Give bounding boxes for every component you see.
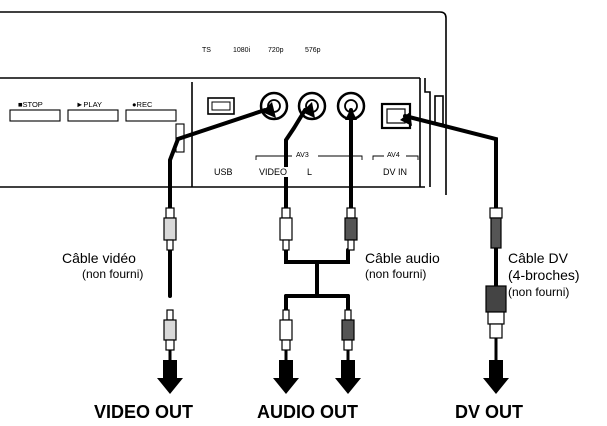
video-out-label: VIDEO OUT (94, 402, 194, 422)
dv-out-label: DV OUT (455, 402, 524, 422)
video-port-label: VIDEO (259, 167, 290, 177)
rec-button[interactable] (125, 109, 177, 122)
output-arrows (157, 360, 509, 394)
plugs (163, 207, 507, 351)
video-cable-note: (non fourni) (82, 267, 144, 281)
video-plug-bottom (163, 309, 177, 351)
stop-button[interactable] (9, 109, 61, 122)
audio-plug-white-bottom (279, 309, 293, 351)
dv-out-arrow (483, 360, 509, 394)
indicator-576p: 576p (305, 47, 321, 54)
group-brackets (255, 155, 419, 160)
video-cable-label: Câble vidéo (62, 250, 136, 266)
stop-button-label: ■STOP (18, 100, 43, 109)
port-arrows (262, 102, 412, 126)
audio-out-label: AUDIO OUT (257, 402, 358, 422)
audio-plug-white-top (279, 207, 293, 251)
indicator-720p: 720p (268, 47, 284, 54)
usb-port[interactable] (207, 97, 235, 115)
indicator-1080i: 1080i (233, 47, 251, 54)
audio-l-rca-port[interactable] (297, 91, 327, 121)
play-button-label: ►PLAY (76, 100, 103, 109)
rec-button-label: ●REC (132, 100, 153, 109)
l-port-label: L (307, 167, 313, 177)
front-buttons (9, 109, 185, 153)
video-rca-port[interactable] (259, 91, 289, 121)
av4-group-label: AV4 (387, 152, 400, 159)
av3-group-label: AV3 (296, 152, 309, 159)
video-plug-top (163, 207, 177, 251)
audio-cable-note: (non fourni) (365, 267, 427, 281)
dv-plug-small (489, 207, 503, 249)
audio-plug-red-top (344, 207, 358, 251)
audio-plug-red-bottom (341, 309, 355, 351)
dv-cable-pins: (4-broches) (508, 267, 580, 283)
dv-cable-label: Câble DV (508, 250, 568, 266)
audio-l-out-arrow (273, 360, 299, 394)
cable-wires (168, 108, 498, 312)
usb-port-label: USB (214, 167, 233, 177)
dv-plug-large (485, 285, 507, 339)
output-wires (168, 338, 498, 362)
video-out-arrow (157, 360, 183, 394)
audio-r-out-arrow (335, 360, 361, 394)
audio-cable-label: Câble audio (365, 250, 440, 266)
play-button[interactable] (67, 109, 119, 122)
indicator-ts: TS (202, 47, 211, 54)
dv-cable-note: (non fourni) (508, 285, 570, 299)
dv-in-port-label: DV IN (383, 167, 408, 177)
